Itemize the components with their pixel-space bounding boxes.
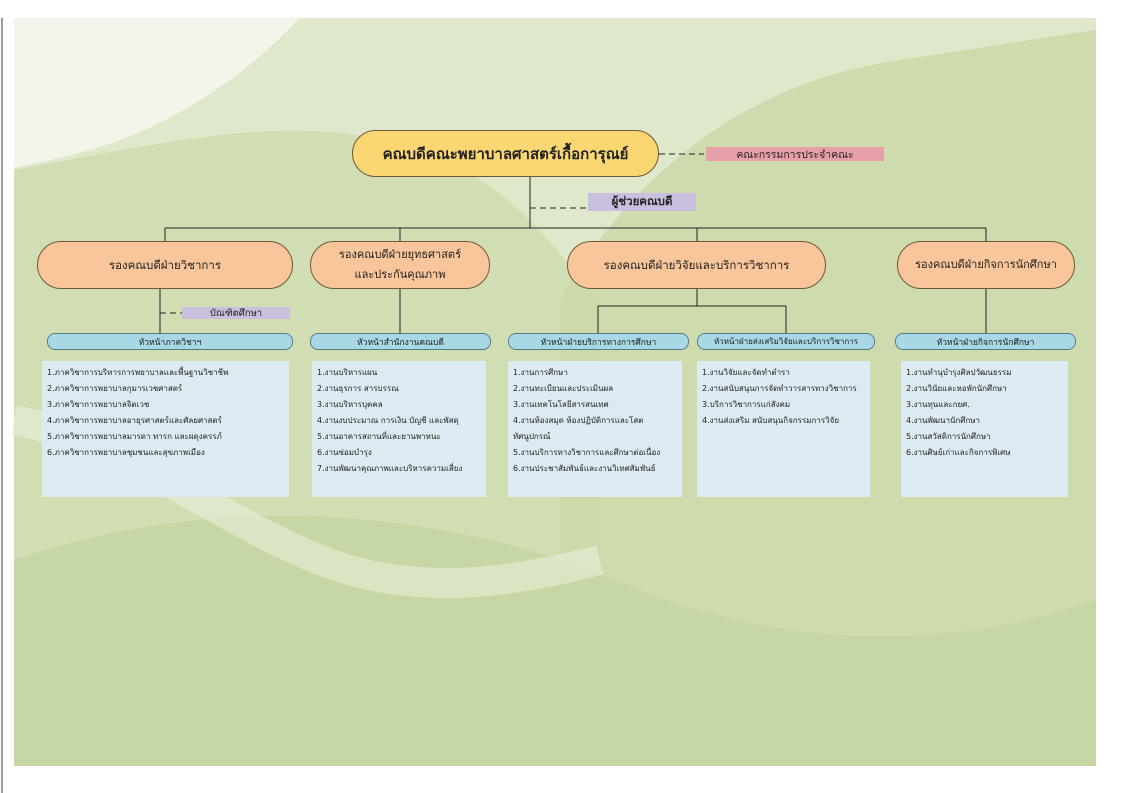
vice-dean-academic: รองคณบดีฝ่ายวิชาการ xyxy=(37,241,293,289)
duty-item: 6.งานศิษย์เก่าและกิจการพิเศษ xyxy=(906,448,1011,457)
head-label: หัวหน้าสำนักงานคณบดี xyxy=(357,337,444,348)
committee-label: คณะกรรมการประจำคณะ xyxy=(736,148,854,161)
duty-item: 6.งานซ่อมบำรุง xyxy=(317,448,372,457)
duties-departments: 1.ภาควิชาการบริหารการพยาบาลและพื้นฐานวิช… xyxy=(42,361,289,497)
vice-dean-student-affairs: รองคณบดีฝ่ายกิจการนักศึกษา xyxy=(897,241,1075,289)
duty-item: 5.งานอาคารสถานที่และยานพาหนะ xyxy=(317,432,441,441)
duties-student-affairs: 1.งานทำนุบำรุงศิลปวัฒนธรรม 2.งานวินัยและ… xyxy=(901,361,1068,497)
dean-box: คณบดีคณะพยาบาลศาสตร์เกื้อการุณย์ xyxy=(352,130,659,177)
graduate-studies-tag: บัณฑิตศึกษา xyxy=(182,307,290,319)
duty-item: 3.ภาควิชาการพยาบาลจิตเวช xyxy=(47,400,150,409)
vice-dean-label: รองคณบดีฝ่ายวิจัยและบริการวิชาการ xyxy=(603,258,790,272)
head-label: หัวหน้าฝ่ายกิจการนักศึกษา xyxy=(936,337,1035,348)
duty-item: 7.งานพัฒนาคุณภาพและบริหารความเสี่ยง xyxy=(317,464,463,473)
duty-item: 4.งานงบประมาณ การเงิน บัญชี และพัสดุ xyxy=(317,416,459,425)
duty-item: 4.งานห้องสมุด ห้องปฏิบัติการและโสตทัศนูป… xyxy=(513,416,644,441)
vice-dean-label: รองคณบดีฝ่ายวิชาการ xyxy=(108,258,222,272)
duty-item: 2.งานสนับสนุนการจัดทำวารสารทางวิชาการ xyxy=(702,384,857,393)
assistant-dean-label: ผู้ช่วยคณบดี xyxy=(611,194,673,208)
duty-item: 1.งานวิจัยและจัดทำตำรา xyxy=(702,368,790,377)
head-dean-office: หัวหน้าสำนักงานคณบดี xyxy=(310,333,491,350)
duty-item: 2.งานธุรการ สารบรรณ xyxy=(317,384,399,393)
head-research-promotion: หัวหน้าฝ่ายส่งเสริมวิจัยและบริการวิชาการ xyxy=(697,333,875,350)
committee-tag: คณะกรรมการประจำคณะ xyxy=(706,147,884,161)
duties-education-services: 1.งานการศึกษา 2.งานทะเบียนและประเมินผล 3… xyxy=(508,361,682,497)
head-education-services: หัวหน้าฝ่ายบริการทางการศึกษา xyxy=(508,333,689,350)
duty-item: 1.งานทำนุบำรุงศิลปวัฒนธรรม xyxy=(906,368,1012,377)
duty-item: 3.งานทุนและกยศ. xyxy=(906,400,970,409)
duty-item: 2.งานทะเบียนและประเมินผล xyxy=(513,384,614,393)
duty-item: 1.ภาควิชาการบริหารการพยาบาลและพื้นฐานวิช… xyxy=(47,368,229,377)
vice-dean-strategy: รองคณบดีฝ่ายยุทธศาสตร์ และประกันคุณภาพ xyxy=(310,241,490,289)
head-label: หัวหน้าฝ่ายส่งเสริมวิจัยและบริการวิชาการ xyxy=(713,337,859,346)
vice-dean-research: รองคณบดีฝ่ายวิจัยและบริการวิชาการ xyxy=(567,241,826,289)
duties-dean-office: 1.งานบริหารแผน 2.งานธุรการ สารบรรณ 3.งาน… xyxy=(312,361,486,497)
duty-item: 4.งานพัฒนานักศึกษา xyxy=(906,416,980,425)
head-label: หัวหน้าฝ่ายบริการทางการศึกษา xyxy=(540,337,657,348)
head-departments: หัวหน้าภาควิชาฯ xyxy=(47,333,293,350)
duty-item: 5.งานสวัสดิการนักศึกษา xyxy=(906,432,991,441)
duty-item: 5.งานบริการทางวิชาการและศึกษาต่อเนื่อง xyxy=(513,448,661,457)
duty-item: 1.งานการศึกษา xyxy=(513,368,568,377)
vice-dean-label: รองคณบดีฝ่ายกิจการนักศึกษา xyxy=(915,258,1057,271)
duty-item: 2.งานวินัยและหอพักนักศึกษา xyxy=(906,384,1007,393)
dean-label: คณบดีคณะพยาบาลศาสตร์เกื้อการุณย์ xyxy=(382,144,629,163)
assistant-dean-tag: ผู้ช่วยคณบดี xyxy=(588,193,696,211)
duty-item: 6.ภาควิชาการพยาบาลชุมชนและสุขภาพเมือง xyxy=(47,448,205,457)
duties-research-promotion: 1.งานวิจัยและจัดทำตำรา 2.งานสนับสนุนการจ… xyxy=(697,361,870,497)
head-student-affairs: หัวหน้าฝ่ายกิจการนักศึกษา xyxy=(895,333,1076,350)
duty-item: 3.บริการวิชาการแก่สังคม xyxy=(702,400,791,409)
graduate-studies-label: บัณฑิตศึกษา xyxy=(209,307,263,319)
duty-item: 6.งานประชาสัมพันธ์และงานวิเทศสัมพันธ์ xyxy=(513,464,656,473)
duty-item: 2.ภาควิชาการพยาบาลกุมารเวชศาสตร์ xyxy=(47,384,183,393)
duty-item: 3.งานเทคโนโลยีสารสนเทศ xyxy=(513,400,609,409)
head-label: หัวหน้าภาควิชาฯ xyxy=(138,337,202,348)
duty-item: 5.ภาควิชาการพยาบาลมารดา ทารก และผดุงครรภ… xyxy=(47,432,222,441)
duty-item: 1.งานบริหารแผน xyxy=(317,368,378,377)
duty-item: 4.งานส่งเสริม สนับสนุนกิจกรรมการวิจัย xyxy=(702,416,840,425)
duty-item: 4.ภาควิชาการพยาบาลอายุรศาสตร์และศัลยศาสต… xyxy=(47,416,222,425)
vice-dean-label: รองคณบดีฝ่ายยุทธศาสตร์ และประกันคุณภาพ xyxy=(339,248,461,281)
duty-item: 3.งานบริหารบุคคล xyxy=(317,400,383,409)
